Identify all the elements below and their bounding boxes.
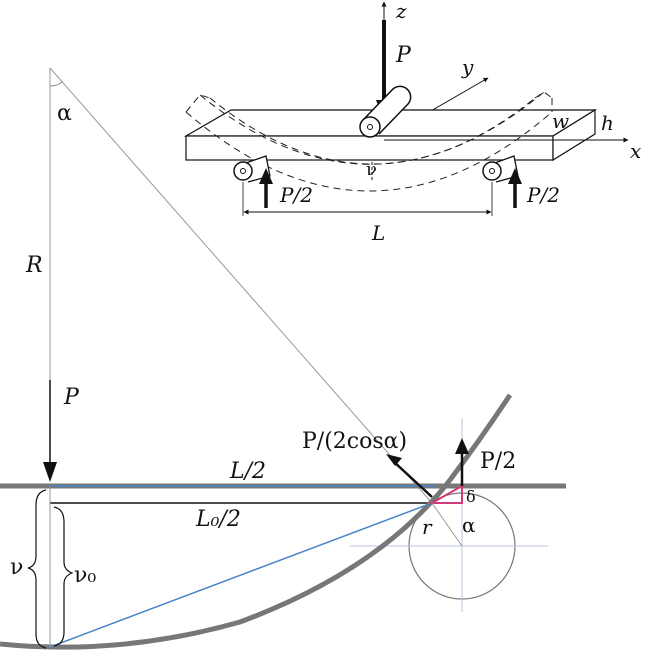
delta-label: δ bbox=[466, 487, 476, 506]
load-label: P bbox=[395, 43, 412, 68]
bottom-load-label: P bbox=[63, 385, 80, 410]
left-reaction-label: P/2 bbox=[279, 183, 313, 207]
inclined-force-label: P/(2cosα) bbox=[302, 429, 407, 454]
reaction-label: P/2 bbox=[480, 449, 516, 474]
deflected-beam-curve bbox=[0, 393, 513, 650]
right-reaction-label: P/2 bbox=[526, 183, 560, 207]
y-axis-label: y bbox=[461, 55, 474, 79]
contact-triangle bbox=[428, 484, 463, 504]
height-label: h bbox=[601, 111, 614, 135]
top-angle-label: α bbox=[57, 101, 72, 126]
deformed-half-span-label: L₀/2 bbox=[195, 507, 241, 532]
x-axis-label: x bbox=[630, 139, 641, 163]
chord-line bbox=[49, 502, 433, 648]
deflection-geometry: α R P L/2 L₀/2 P/(2cosα) P bbox=[0, 67, 566, 650]
beam-end-face bbox=[552, 108, 596, 162]
span-label: L bbox=[371, 221, 385, 245]
top-angle-arc bbox=[49, 81, 63, 87]
deflection-0-label: ν₀ bbox=[74, 563, 96, 588]
inclined-radius-line bbox=[49, 67, 433, 504]
deflection-label: ν bbox=[10, 555, 23, 580]
radius-label: R bbox=[25, 253, 43, 278]
inclined-force-arrow bbox=[392, 460, 433, 498]
z-axis-label: z bbox=[395, 0, 407, 23]
three-point-bending-sketch: z P y x w h bbox=[183, 0, 641, 245]
top-deflection-label: ν bbox=[366, 159, 377, 180]
width-label: w bbox=[552, 109, 569, 133]
roller-angle-label: α bbox=[462, 513, 476, 537]
loading-roller bbox=[359, 85, 412, 138]
deflection-0-brace bbox=[53, 506, 74, 647]
deformed-beam-outline bbox=[185, 91, 553, 192]
right-support-roller bbox=[482, 155, 519, 183]
contact-radius bbox=[431, 502, 463, 547]
deflection-brace bbox=[27, 489, 47, 649]
half-span-label: L/2 bbox=[229, 459, 266, 484]
roller-radius-label: r bbox=[422, 515, 433, 539]
